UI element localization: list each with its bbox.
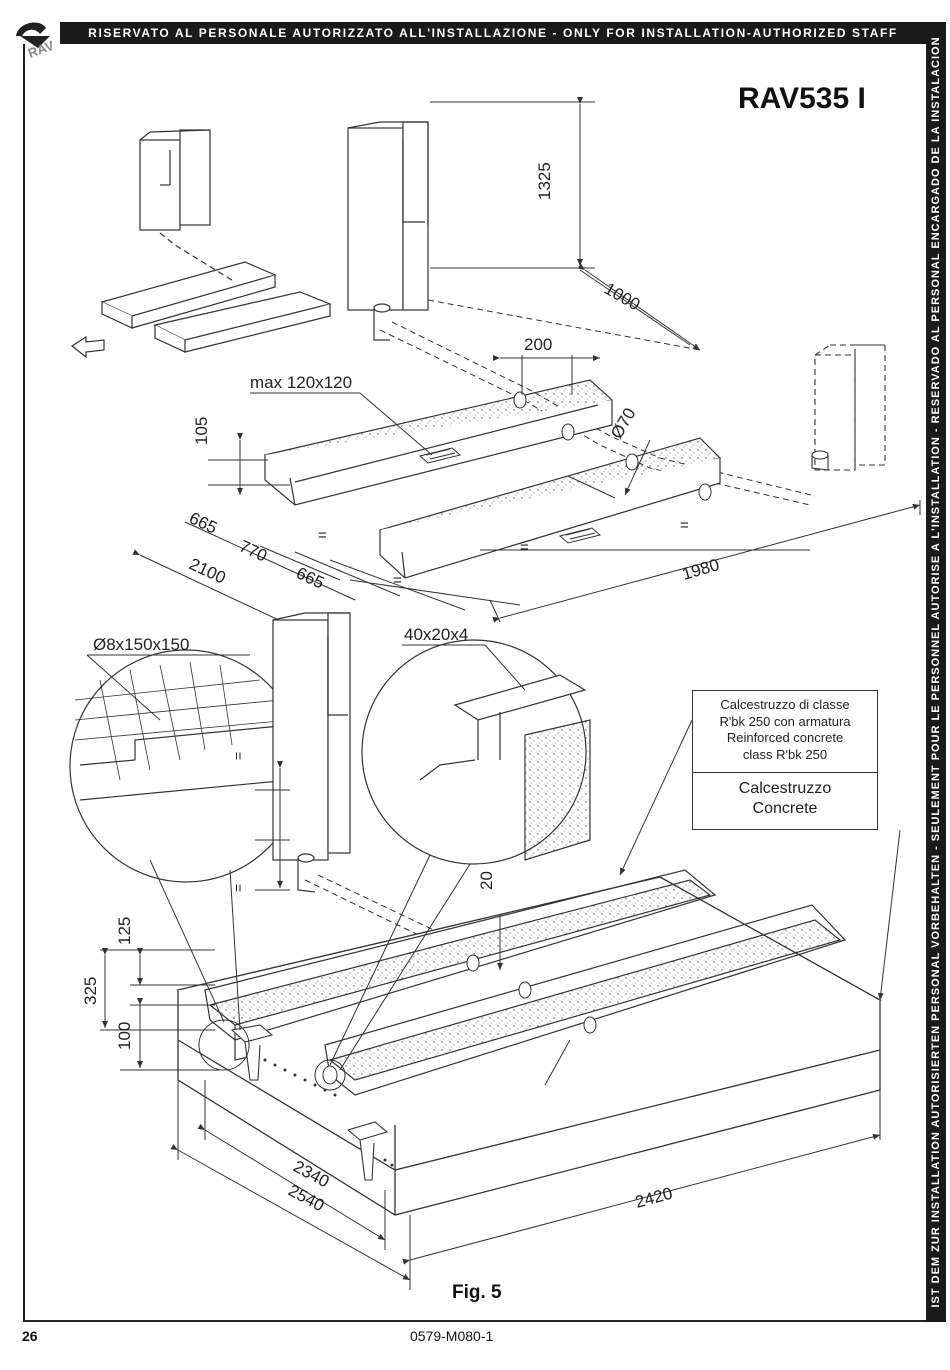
legend-line-3: Reinforced concrete [726, 730, 844, 745]
max-size-label: max 120x120 [250, 373, 352, 392]
dim-105-label: 105 [192, 417, 211, 445]
page-frame [23, 44, 926, 1322]
arrow-icon [70, 335, 105, 359]
bottom-pipe-holes [322, 954, 597, 1085]
eq-mark-3: = [520, 539, 529, 556]
dim-2100-label: 2100 [186, 554, 228, 587]
dim-1325 [430, 97, 595, 269]
dim-1325-label: 1325 [535, 162, 554, 200]
dim-105 [208, 433, 290, 495]
legend-line-1: Calcestruzzo di classe [720, 697, 850, 712]
dim-70 [624, 439, 651, 496]
document-code: 0579-M080-1 [410, 1328, 494, 1344]
dim-200 [493, 355, 600, 395]
column-right-pipe [811, 450, 829, 471]
small-column-top-left [139, 129, 211, 231]
dim-bottom-base [170, 1039, 881, 1290]
dim-20-label: 20 [477, 871, 496, 890]
legend-line-6: Concrete [752, 800, 818, 817]
column-dashed-right [814, 344, 886, 471]
dim-1980-label: 1980 [680, 555, 722, 584]
legend-line-4: class R'bk 250 [742, 746, 828, 762]
side-banner: IST DEM ZUR INSTALLATION AUTORISIERTEN P… [926, 22, 946, 1322]
model-title: RAV535 I [738, 82, 866, 115]
rav-logo: RAV [16, 22, 56, 61]
dim-lines-top-base [132, 475, 921, 631]
figure-caption: Fig. 5 [452, 1282, 502, 1303]
eq-mark-2: = [393, 572, 402, 589]
leader-max [250, 392, 433, 456]
mesh-label: Ø8x150x150 [93, 635, 189, 654]
callout-circle-1 [198, 1019, 250, 1071]
small-beams [100, 232, 332, 353]
dim-100-label: 100 [115, 1022, 134, 1050]
dim-200-label: 200 [524, 335, 552, 354]
pipe-holes [513, 391, 712, 501]
grate-2 [558, 527, 602, 544]
legend-concrete: Calcestruzzo Concrete [693, 773, 877, 819]
dim-depths [100, 948, 220, 1071]
grate-1 [418, 447, 462, 464]
dim-665b-label: 665 [293, 563, 327, 592]
detail-circle-profile [361, 639, 591, 865]
dim-665a-label: 665 [186, 508, 220, 537]
dim-770-label: 770 [236, 536, 270, 565]
eq-mark-4: = [680, 517, 689, 534]
header-banner: RISERVATO AL PERSONALE AUTORIZZATO ALL'I… [60, 22, 926, 44]
page-number: 26 [22, 1328, 38, 1344]
legend-line-2: R'bk 250 con armatura [719, 713, 851, 729]
legend-line-5: Calcestruzzo [738, 780, 832, 797]
profile-label: 40x20x4 [404, 625, 468, 644]
legend-box: Calcestruzzo di classe R'bk 250 con arma… [692, 690, 878, 830]
eq-mark-5: = [230, 752, 246, 760]
callout-circle-2 [314, 1059, 346, 1091]
legend-reinforced: Calcestruzzo di classe R'bk 250 con arma… [693, 691, 877, 773]
column-large-top [347, 121, 429, 341]
column-large-bottom [272, 612, 351, 893]
detail-circle-mesh [69, 649, 303, 883]
dim-325-label: 325 [81, 977, 100, 1005]
eq-mark-6: = [230, 884, 246, 892]
dim-2420-label: 2420 [633, 1184, 674, 1212]
eq-mark-1: = [318, 527, 327, 544]
dim-1000 [577, 263, 701, 351]
dim-125-label: 125 [115, 917, 134, 945]
dim-eq-vertical [255, 761, 290, 891]
